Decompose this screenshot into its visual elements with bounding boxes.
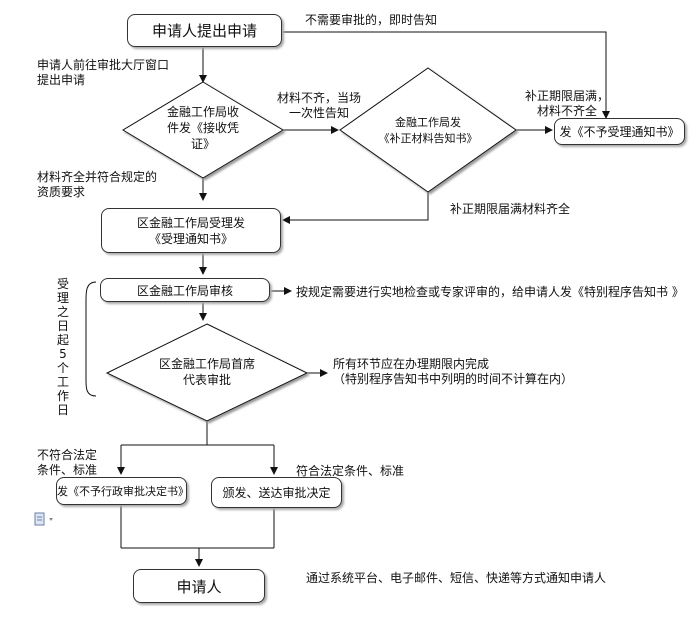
notice-no-permit-label: 发《不予行政审批决定书》 <box>57 485 189 498</box>
issue-decision-box: 颁发、送达审批决定 <box>211 477 342 508</box>
side-char: 之 <box>56 305 69 319</box>
side-char: 受 <box>56 277 69 291</box>
side-char: 个 <box>56 361 69 375</box>
issue-decision-label: 颁发、送达审批决定 <box>222 486 331 500</box>
label-meet: 符合法定条件、标准 <box>296 464 405 478</box>
side-char: 日 <box>56 403 69 417</box>
notice-not-accept-box: 发《不予受理通知书》 <box>554 118 685 145</box>
document-icon[interactable] <box>34 512 58 526</box>
label-onsite-inspection: 按规定需要进行实地检查或专家评审的，给申请人发《特别程序告知书 》 <box>296 285 684 299</box>
label-materials-incomplete: 材料不齐，当场 一次性告知 <box>277 91 362 120</box>
label-notify-methods: 通过系统平台、电子邮件、短信、快递等方式通知申请人 <box>306 571 607 585</box>
side-char: 5 <box>59 347 67 361</box>
label-no-approval-needed: 不需要审批的，即时告知 <box>305 13 438 27</box>
side-char: 理 <box>56 291 69 305</box>
chief-approval-label: 区金融工作局首席 代表审批 <box>158 357 255 387</box>
finance-bureau-receive-label: 金融工作局收 件发《接收凭 证》 <box>166 105 239 151</box>
applicant-final-box: 申请人 <box>133 569 265 603</box>
diamond-receive <box>122 81 284 179</box>
label-deadline-complete: 补正期限届满材料齐全 <box>450 202 571 216</box>
notice-no-permit-box: 发《不予行政审批决定书》 <box>56 477 189 505</box>
side-char: 起 <box>56 333 69 347</box>
side-char: 作 <box>56 389 69 403</box>
side-char: 日 <box>56 319 69 333</box>
edge-deadline-complete <box>282 192 429 224</box>
side-char: 工 <box>56 375 69 389</box>
label-deadline-incomplete: 补正期限届满， 材料不齐全 <box>525 89 610 118</box>
side-label-five-workdays: 受 理 之 日 起 5 个 工 作 日 <box>56 277 70 417</box>
diamond-supplement <box>339 67 517 193</box>
edge-no-approval <box>283 31 610 119</box>
label-materials-complete: 材料齐全并符合规定的 资质要求 <box>37 170 158 199</box>
applicant-apply-label: 申请人提出申请 <box>151 22 257 40</box>
label-visit-window: 申请人前往审批大厅窗口 提出申请 <box>37 58 170 87</box>
applicant-apply-box: 申请人提出申请 <box>127 14 282 47</box>
diamond-approval <box>105 323 309 422</box>
district-accept-box: 区金融工作局受理发 《受理通知书》 <box>101 208 281 253</box>
district-review-label: 区金融工作局审核 <box>136 283 233 298</box>
notice-not-accept-label: 发《不予受理通知书》 <box>559 125 680 139</box>
finance-bureau-supplement-label: 金融工作局发 《补正材料告知书》 <box>378 116 478 145</box>
side-brace <box>85 281 97 397</box>
applicant-final-label: 申请人 <box>176 577 222 596</box>
district-review-box: 区金融工作局审核 <box>100 278 270 302</box>
label-not-meet: 不符合法定 条件、标准 <box>37 448 98 477</box>
label-all-steps-note: 所有环节应在办理期限内完成 （特别程序告知书中列明的时间不计算在内） <box>333 357 574 386</box>
district-accept-label: 区金融工作局受理发 《受理通知书》 <box>136 215 245 246</box>
